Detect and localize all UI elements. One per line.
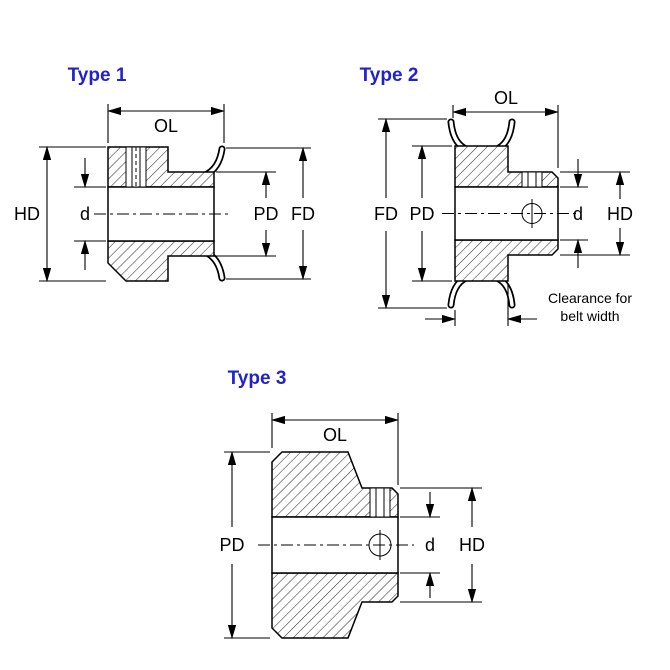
type2-pulley-section bbox=[442, 118, 576, 309]
type2-flange-top-right bbox=[493, 118, 516, 153]
type1-dim-hd: HD bbox=[14, 145, 106, 283]
type2-set-screw bbox=[521, 171, 543, 188]
type2-flange-top-left bbox=[447, 118, 470, 153]
type2-clearance-note-line1: Clearance for bbox=[548, 290, 632, 306]
type3-pulley-section bbox=[258, 451, 414, 639]
type3-dim-hd: HD bbox=[400, 486, 485, 604]
type3-dim-pd: PD bbox=[219, 450, 270, 640]
type1-dim-ol: OL bbox=[106, 104, 226, 143]
type2-label-hd: HD bbox=[607, 204, 633, 224]
type2-label-d: d bbox=[573, 204, 583, 224]
type2-flange-bottom-left bbox=[447, 274, 470, 309]
type1-lower-section bbox=[107, 240, 215, 282]
type1-drawing: Type 1 bbox=[14, 65, 315, 283]
type1-label-ol: OL bbox=[154, 116, 178, 136]
type2-dim-pd: PD bbox=[409, 144, 452, 283]
type2-clearance-note-line2: belt width bbox=[560, 308, 619, 324]
type3-dim-d: d bbox=[400, 492, 440, 598]
type2-title: Type 2 bbox=[360, 65, 419, 86]
type2-upper-section bbox=[454, 145, 559, 188]
type3-lower-section bbox=[271, 572, 399, 639]
type1-flange-top bbox=[201, 145, 226, 179]
type2-dim-fd: FD bbox=[374, 117, 447, 310]
type3-set-screw bbox=[369, 487, 391, 518]
type1-label-fd: FD bbox=[291, 204, 315, 224]
type2-drawing: Type 2 bbox=[360, 65, 633, 326]
type1-title: Type 1 bbox=[68, 65, 127, 86]
type3-label-hd: HD bbox=[459, 535, 485, 555]
type2-dim-d: d bbox=[560, 159, 588, 268]
type2-label-fd: FD bbox=[374, 204, 398, 224]
type1-upper-section bbox=[107, 146, 215, 188]
type1-label-d: d bbox=[80, 204, 90, 224]
type2-label-pd: PD bbox=[409, 204, 434, 224]
type1-label-pd: PD bbox=[253, 204, 278, 224]
type1-dim-d: d bbox=[74, 158, 106, 270]
type3-title: Type 3 bbox=[228, 368, 287, 389]
type3-dim-ol: OL bbox=[270, 413, 400, 485]
type2-dim-ol: OL bbox=[451, 88, 560, 168]
type2-lower-section bbox=[454, 239, 559, 282]
type2-dim-hd: HD bbox=[560, 170, 633, 257]
type1-set-screw bbox=[125, 146, 147, 188]
type2-flange-bottom-right bbox=[493, 274, 516, 309]
type3-label-pd: PD bbox=[219, 535, 244, 555]
type3-label-d: d bbox=[425, 535, 435, 555]
type1-dim-fd: FD bbox=[226, 146, 315, 281]
type2-dim-belt-clearance: Clearance for belt width bbox=[425, 285, 632, 326]
type1-label-hd: HD bbox=[14, 204, 40, 224]
type1-dim-pd: PD bbox=[216, 170, 279, 258]
type3-drawing: Type 3 OL PD bbox=[219, 368, 485, 640]
type2-label-ol: OL bbox=[494, 88, 518, 108]
type3-label-ol: OL bbox=[323, 425, 347, 445]
type1-pulley-section bbox=[94, 145, 232, 282]
